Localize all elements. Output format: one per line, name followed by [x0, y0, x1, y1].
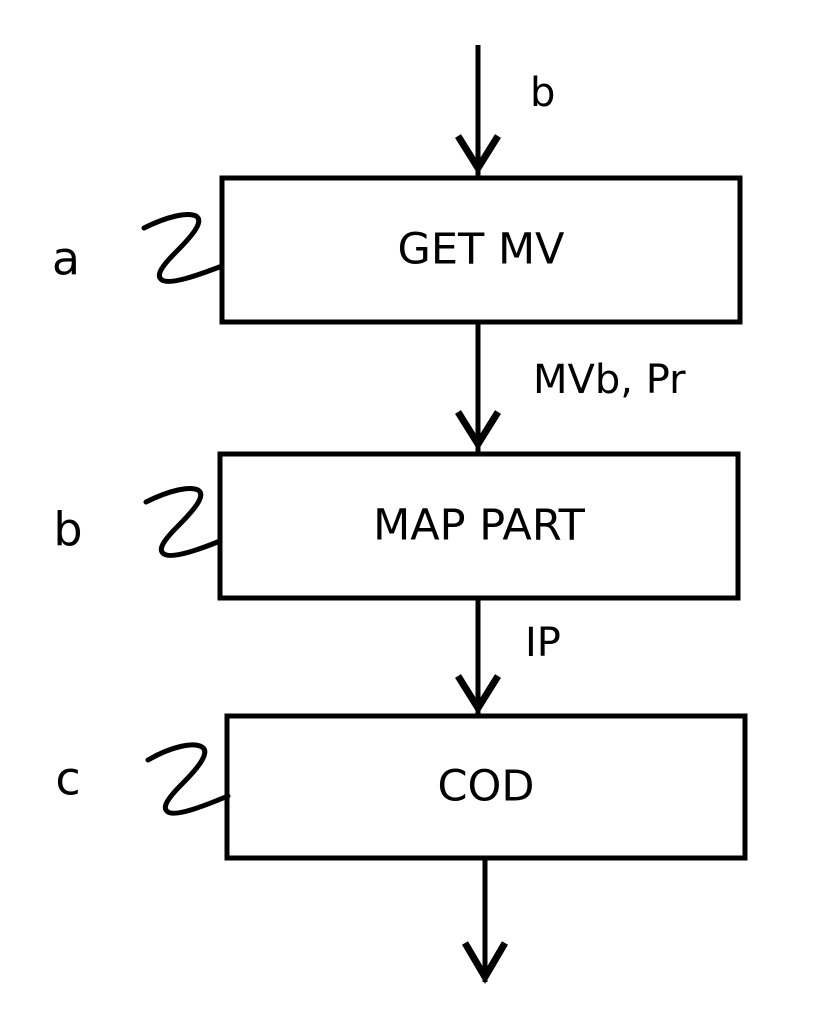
edge-label-input: b — [530, 70, 555, 116]
leader-squiggle-b — [143, 486, 223, 558]
block-cod[interactable]: COD — [224, 713, 748, 861]
connector-mv-to-map — [455, 322, 501, 452]
reference-label-b: b — [53, 503, 82, 557]
reference-label-c: c — [55, 752, 80, 806]
block-cod-label: COD — [438, 762, 535, 812]
mv-to-map-arrow-head-icon — [455, 410, 501, 451]
squiggle-a-icon — [141, 212, 225, 284]
block-map-part[interactable]: MAP PART — [217, 451, 741, 601]
connector-input-arrow — [455, 45, 501, 176]
leader-squiggle-c — [145, 742, 231, 816]
block-get-mv-label: GET MV — [398, 225, 566, 275]
squiggle-b-icon — [143, 486, 223, 558]
edge-label-mvb-pr: MVb, Pr — [533, 357, 686, 403]
output-arrow-head-icon — [461, 941, 509, 984]
connector-output-arrow — [461, 858, 509, 984]
map-to-cod-arrow-head-icon — [455, 674, 501, 715]
input-arrow-head-icon — [455, 134, 501, 175]
block-get-mv[interactable]: GET MV — [219, 175, 743, 325]
squiggle-c-icon — [145, 742, 231, 816]
edge-label-ip: IP — [525, 620, 561, 666]
block-get-mv-outline — [219, 175, 743, 325]
leader-squiggle-a — [141, 212, 225, 284]
connector-map-to-cod — [455, 598, 501, 715]
block-map-part-label: MAP PART — [373, 501, 585, 551]
reference-label-a: a — [52, 232, 80, 286]
block-cod-outline — [224, 713, 748, 861]
